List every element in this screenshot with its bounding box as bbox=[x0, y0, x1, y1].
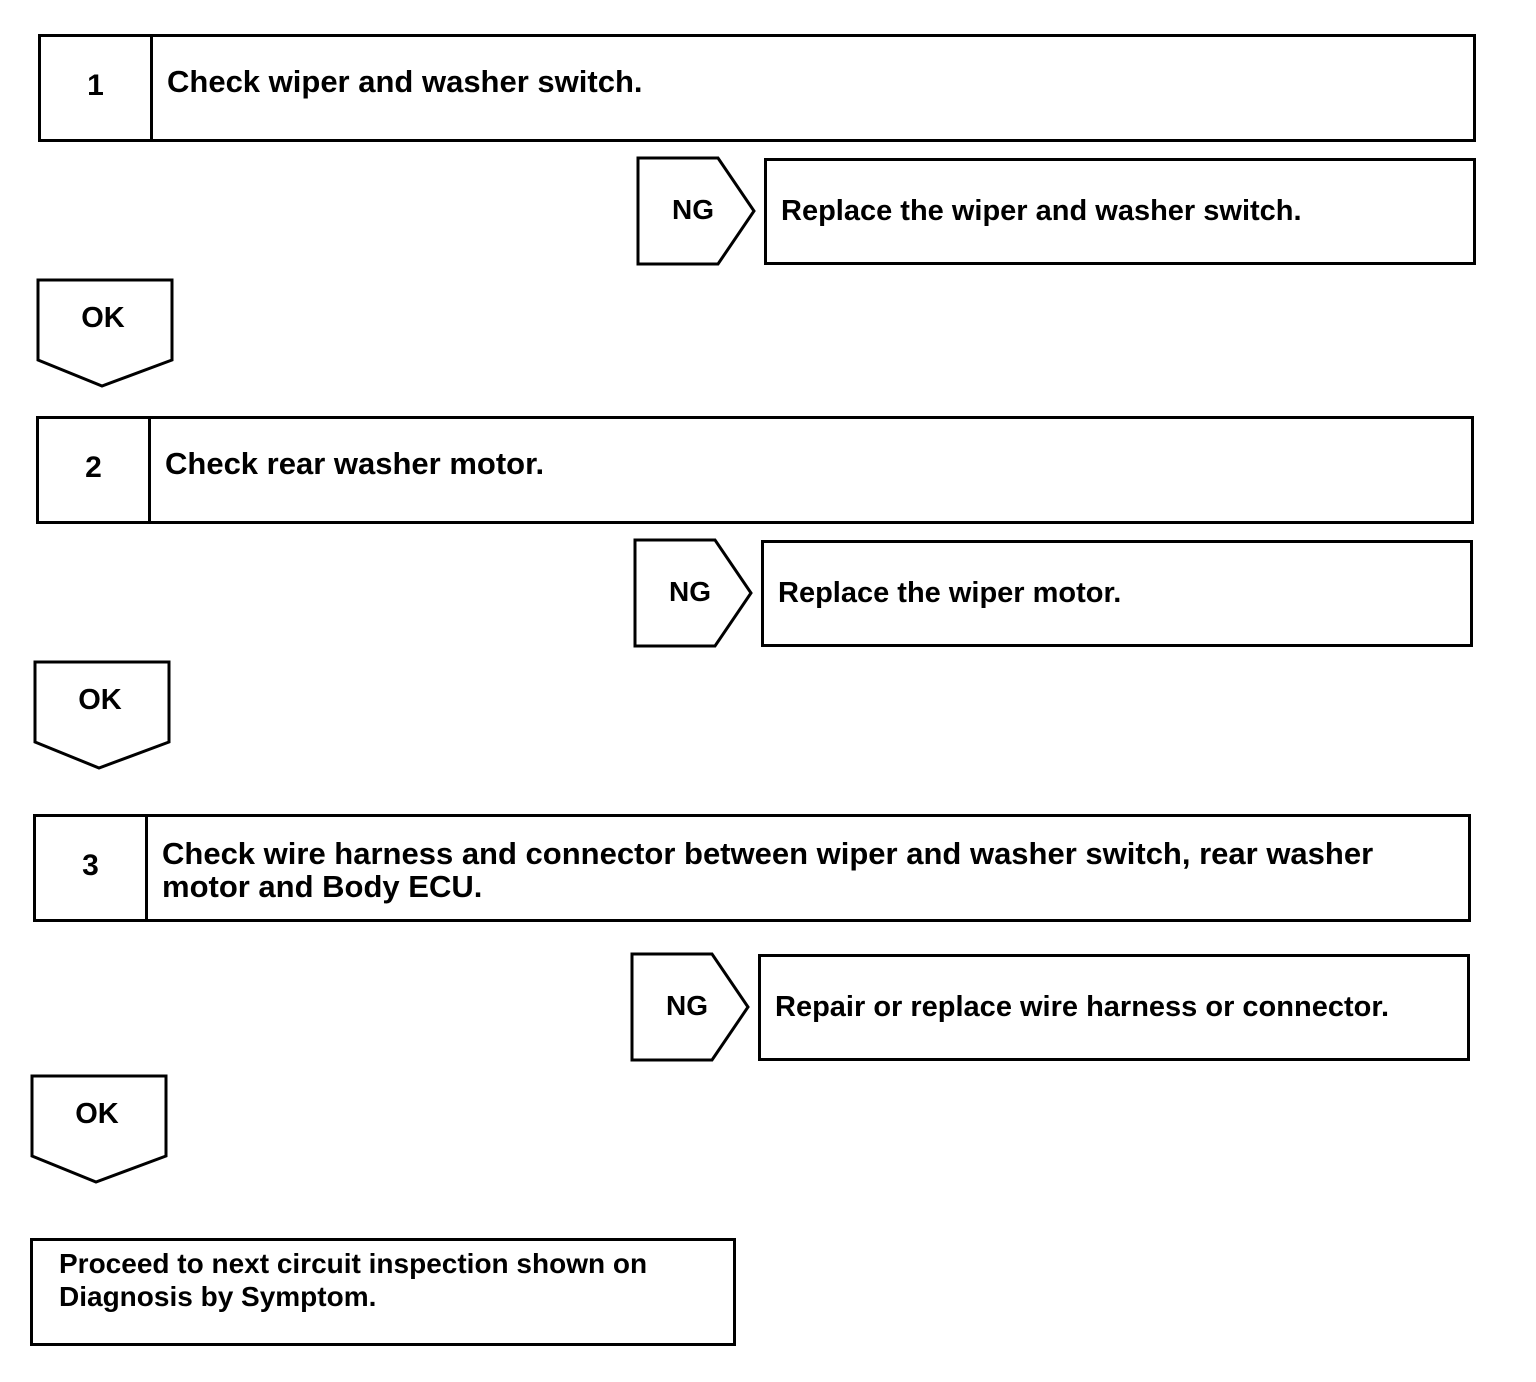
ng-label-3: NG bbox=[666, 990, 708, 1021]
ng-arrow-2 bbox=[633, 538, 753, 648]
step-3-box: 3 Check wire harness and connector betwe… bbox=[33, 814, 1471, 922]
final-instruction-text: Proceed to next circuit inspection shown… bbox=[59, 1248, 648, 1312]
ok-label-2: OK bbox=[78, 684, 122, 716]
ng-action-box-2: Replace the wiper motor. bbox=[761, 540, 1473, 647]
ng-action-3-text: Repair or replace wire harness or connec… bbox=[775, 991, 1390, 1023]
ng-action-2-text: Replace the wiper motor. bbox=[778, 577, 1122, 609]
ng-action-1-text: Replace the wiper and washer switch. bbox=[781, 195, 1302, 227]
ok-arrow-1 bbox=[36, 278, 174, 388]
ok-arrow-3 bbox=[30, 1074, 168, 1184]
ok-label-1: OK bbox=[81, 302, 125, 334]
step-3-text: Check wire harness and connector between… bbox=[162, 836, 1374, 904]
ok-arrow-2 bbox=[33, 660, 171, 770]
ng-action-box-3: Repair or replace wire harness or connec… bbox=[758, 954, 1470, 1061]
step-1-box: 1 Check wiper and washer switch. bbox=[38, 34, 1476, 142]
step-2-box: 2 Check rear washer motor. bbox=[36, 416, 1474, 524]
step-3-number: 3 bbox=[36, 817, 148, 919]
ok-label-3: OK bbox=[75, 1098, 119, 1130]
final-instruction-box: Proceed to next circuit inspection shown… bbox=[30, 1238, 736, 1346]
ng-label-2: NG bbox=[669, 576, 711, 607]
ng-action-box-1: Replace the wiper and washer switch. bbox=[764, 158, 1476, 265]
ng-arrow-3 bbox=[630, 952, 750, 1062]
step-2-number: 2 bbox=[39, 419, 151, 521]
step-1-number: 1 bbox=[41, 37, 153, 139]
ng-arrow-1 bbox=[636, 156, 756, 266]
step-1-text: Check wiper and washer switch. bbox=[167, 64, 643, 99]
ng-label-1: NG bbox=[672, 194, 714, 225]
step-2-text: Check rear washer motor. bbox=[165, 446, 545, 481]
